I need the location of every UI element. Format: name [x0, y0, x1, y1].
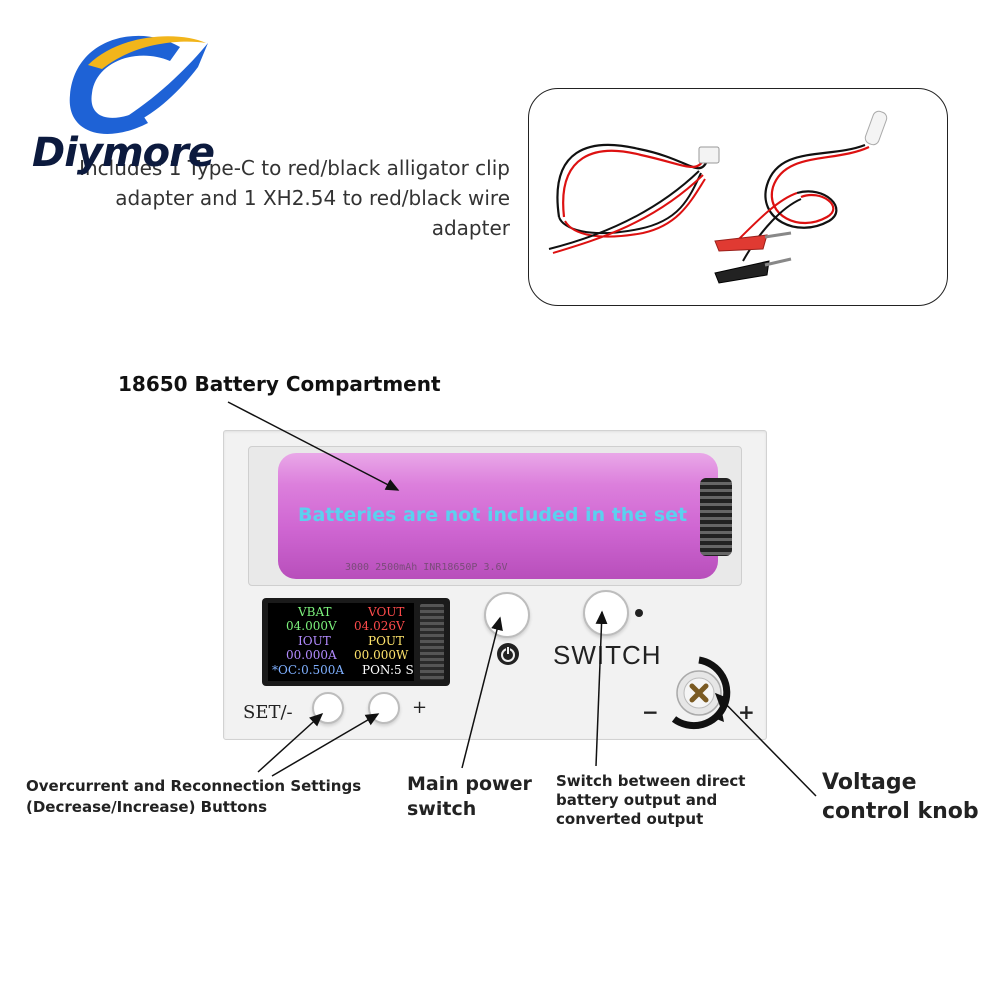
accessories-caption: Includes 1 Type-C to red/black alligator… [79, 156, 510, 240]
battery-fineprint: 3000 2500mAh INR18650P 3.6V [345, 562, 508, 573]
lcd-oc-setting: *OC:0.500A [272, 663, 345, 677]
voltage-knob[interactable] [662, 656, 736, 730]
switch-label: SWITCH [553, 640, 662, 670]
output-switch-button[interactable] [583, 590, 629, 636]
overcurrent-buttons-caption: Overcurrent and Reconnection Settings (D… [26, 777, 362, 816]
battery-compartment-title: 18650 Battery Compartment [118, 372, 441, 396]
knob-minus-label: − [642, 700, 659, 724]
brand-name: Diymore [32, 130, 215, 176]
lcd-pon-setting: PON:5 S [362, 663, 414, 677]
status-led [635, 609, 643, 617]
plus-label: + [412, 697, 428, 718]
accessories-photo-panel [528, 88, 948, 306]
lcd-vbat-label: VBAT [298, 605, 332, 619]
lcd-pout-value: 00.000W [354, 648, 409, 662]
voltage-knob-caption: Voltage control knob [822, 770, 979, 824]
lcd-pout-label: POUT [368, 634, 405, 648]
switch-output-caption: Switch between direct battery output and… [556, 772, 746, 828]
main-power-caption: Main power switch [407, 773, 532, 820]
lcd-vout-label: VOUT [368, 605, 405, 619]
lcd-vbat-value: 04.000V [286, 619, 337, 633]
plus-button[interactable] [368, 692, 400, 724]
lcd-iout-value: 00.000A [286, 648, 337, 662]
diymore-logo [69, 35, 208, 134]
lcd-screen: VBAT VOUT 04.000V 04.026V IOUT POUT 00.0… [268, 603, 414, 681]
cable-adapters-illustration [548, 110, 888, 284]
main-power-button[interactable] [484, 592, 530, 638]
knob-plus-label: + [738, 700, 755, 724]
lcd-vout-value: 04.026V [354, 619, 405, 633]
batteries-not-included-note: Batteries are not included in the set [298, 504, 688, 526]
lcd-ribbon-connector [420, 604, 444, 680]
set-minus-label: SET/- [243, 702, 293, 723]
battery-spring-contact [700, 478, 732, 556]
set-minus-button[interactable] [312, 692, 344, 724]
lcd-iout-label: IOUT [298, 634, 331, 648]
power-icon [497, 643, 519, 665]
